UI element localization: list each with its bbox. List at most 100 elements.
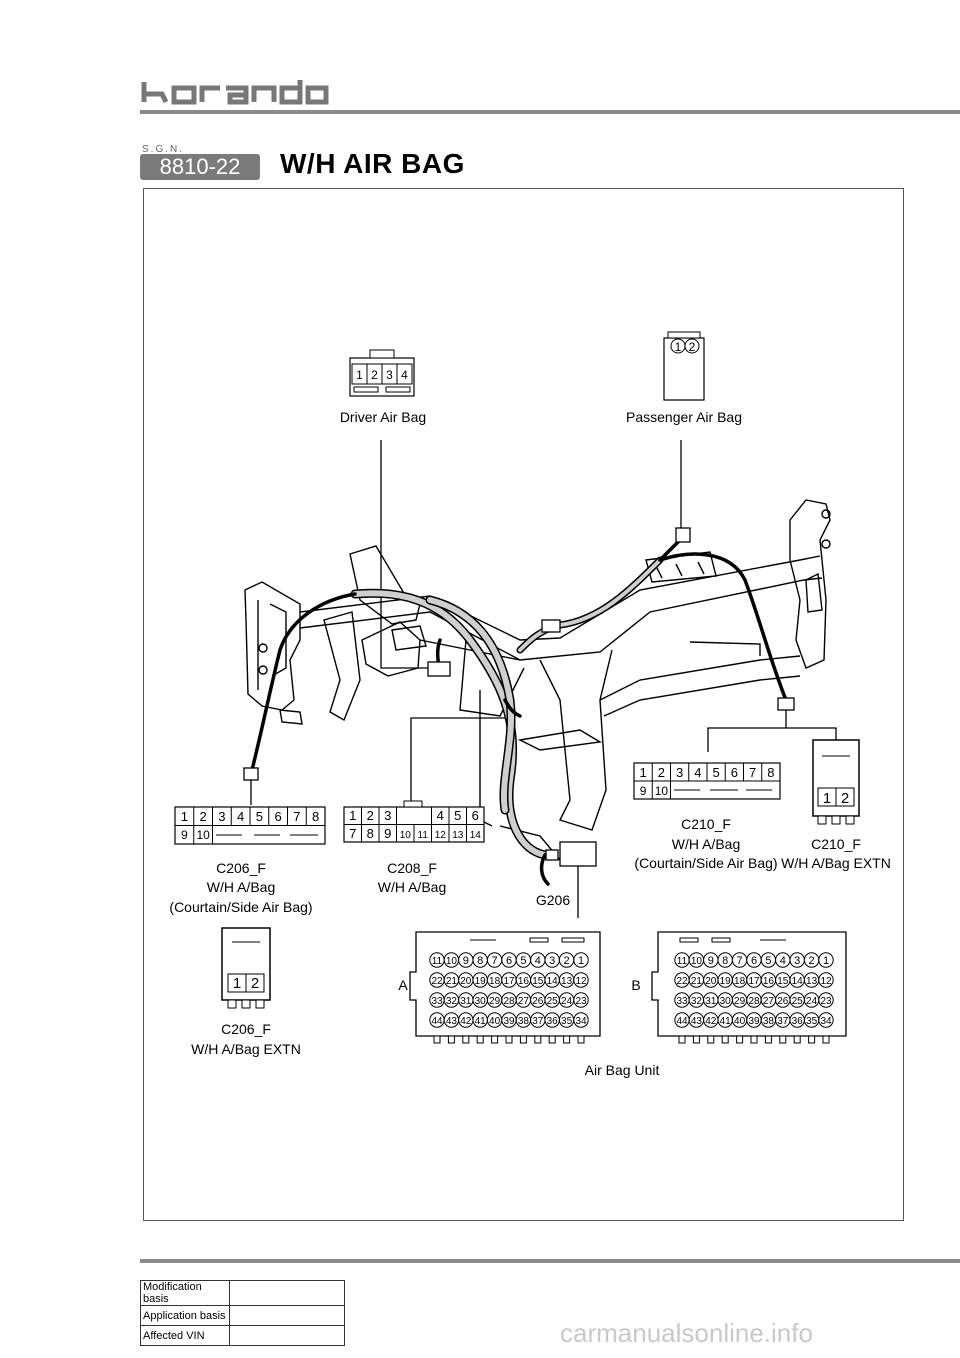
c210-extn-label-line1: C210_F bbox=[811, 836, 861, 852]
pin-label: 13 bbox=[452, 830, 464, 841]
connector-foot bbox=[721, 1035, 729, 1044]
pin-label: 43 bbox=[691, 1016, 703, 1027]
c210-extn-label-line2: W/H A/Bag EXTN bbox=[781, 855, 891, 871]
connector-foot bbox=[534, 1035, 542, 1044]
dashboard-beam bbox=[244, 499, 831, 861]
pin-label: 17 bbox=[748, 976, 760, 987]
section-number-badge: 8810-22 bbox=[140, 154, 260, 180]
pin-label: 25 bbox=[547, 996, 559, 1007]
connector-foot bbox=[764, 1035, 772, 1044]
pin-label: 3 bbox=[794, 955, 800, 967]
pin-label: 2 bbox=[809, 955, 815, 967]
pin-socket bbox=[818, 952, 834, 968]
pin-label: 20 bbox=[460, 976, 472, 987]
pin-label: 18 bbox=[734, 976, 746, 987]
pin-label: 4 bbox=[237, 809, 244, 824]
pin-label: 15 bbox=[777, 976, 789, 987]
pin-label: 16 bbox=[518, 976, 530, 987]
pin-label: 33 bbox=[676, 996, 688, 1007]
pin-label: 2 bbox=[658, 765, 665, 780]
pin-socket bbox=[573, 972, 589, 988]
table-row: Application basis bbox=[140, 1305, 345, 1326]
table-row: Affected VIN bbox=[140, 1325, 345, 1346]
pin-label: 4 bbox=[437, 808, 444, 823]
pin-label: 38 bbox=[518, 1016, 530, 1027]
pin-label: 18 bbox=[489, 976, 501, 987]
pin-label: 4 bbox=[535, 955, 541, 967]
harness-main bbox=[350, 556, 664, 860]
pin-label: 3 bbox=[218, 809, 225, 824]
pin-label: 3 bbox=[549, 955, 555, 967]
pin-label: 1 bbox=[823, 955, 829, 967]
pin-label: 13 bbox=[806, 976, 818, 987]
application-basis-label: Application basis bbox=[140, 1305, 230, 1326]
connector-foot bbox=[736, 1035, 744, 1044]
pin-label: 40 bbox=[734, 1016, 746, 1027]
connector-foot bbox=[462, 1035, 470, 1044]
air-bag-unit-label: Air Bag Unit bbox=[585, 1062, 660, 1078]
pin-label: 12 bbox=[575, 976, 587, 987]
pin-label: 1 bbox=[640, 765, 647, 780]
pin-label: 9 bbox=[640, 784, 647, 798]
connector-foot bbox=[447, 1035, 455, 1044]
pin-label: 41 bbox=[720, 1016, 732, 1027]
pin-socket bbox=[818, 992, 834, 1008]
pin-label: 37 bbox=[777, 1016, 789, 1027]
connector-foot bbox=[750, 1035, 758, 1044]
pin-label: 5 bbox=[713, 765, 720, 780]
pin-label: 31 bbox=[460, 996, 472, 1007]
pin-socket bbox=[818, 972, 834, 988]
pin-label: 9 bbox=[463, 955, 469, 967]
pin-label: 3 bbox=[676, 765, 683, 780]
pin-socket bbox=[818, 1012, 834, 1028]
c210-extn-connector: 1 2 bbox=[812, 739, 860, 825]
c206-label-line1: C206_F bbox=[216, 860, 266, 876]
pin-label: 6 bbox=[506, 955, 512, 967]
pin-label: 4 bbox=[694, 765, 701, 780]
pin-label: 39 bbox=[748, 1016, 760, 1027]
pin-label: 31 bbox=[705, 996, 717, 1007]
pin-label: 21 bbox=[691, 976, 703, 987]
connector-a-label: A bbox=[398, 977, 408, 993]
pin-label: 2 bbox=[200, 809, 207, 824]
pin-label: 7 bbox=[349, 826, 356, 841]
pin-label: 24 bbox=[561, 996, 573, 1007]
pin-label: 1 bbox=[233, 975, 241, 992]
pin-label: 27 bbox=[518, 996, 530, 1007]
affected-vin-value bbox=[229, 1325, 345, 1346]
connector-foot bbox=[779, 1035, 787, 1044]
passenger-air-bag-label: Passenger Air Bag bbox=[626, 409, 742, 425]
pin-label: 6 bbox=[731, 765, 738, 780]
pin-label: 27 bbox=[763, 996, 775, 1007]
connector-foot bbox=[692, 1035, 700, 1044]
c206-label-line3: (Courtain/Side Air Bag) bbox=[169, 899, 312, 915]
diagram-frame bbox=[143, 188, 904, 1221]
affected-vin-label: Affected VIN bbox=[140, 1325, 230, 1346]
pin-label: 28 bbox=[503, 996, 515, 1007]
pin-label: 5 bbox=[765, 955, 771, 967]
connector-foot bbox=[548, 1035, 556, 1044]
pin-label: 20 bbox=[705, 976, 717, 987]
footer-rule bbox=[140, 1259, 960, 1263]
pin-label: 2 bbox=[371, 368, 378, 382]
pin-label: 7 bbox=[749, 765, 756, 780]
pin-label: 34 bbox=[575, 1016, 587, 1027]
c210-label-line3: (Courtain/Side Air Bag) bbox=[634, 855, 777, 871]
pin-label: 30 bbox=[475, 996, 487, 1007]
connector-foot bbox=[563, 1035, 571, 1044]
c206-extn-label-line2: W/H A/Bag EXTN bbox=[191, 1041, 301, 1057]
pin-label: 7 bbox=[492, 955, 498, 967]
pin-label: 15 bbox=[532, 976, 544, 987]
pin-label: 1 bbox=[356, 368, 363, 382]
connector-foot bbox=[678, 1035, 686, 1044]
pin-label: 32 bbox=[691, 996, 703, 1007]
pin-label: 2 bbox=[367, 808, 374, 823]
pin-label: 6 bbox=[472, 808, 479, 823]
pin-socket bbox=[573, 1012, 589, 1028]
pin-label: 39 bbox=[503, 1016, 515, 1027]
g206-label: G206 bbox=[536, 892, 570, 908]
pin-label: 28 bbox=[748, 996, 760, 1007]
